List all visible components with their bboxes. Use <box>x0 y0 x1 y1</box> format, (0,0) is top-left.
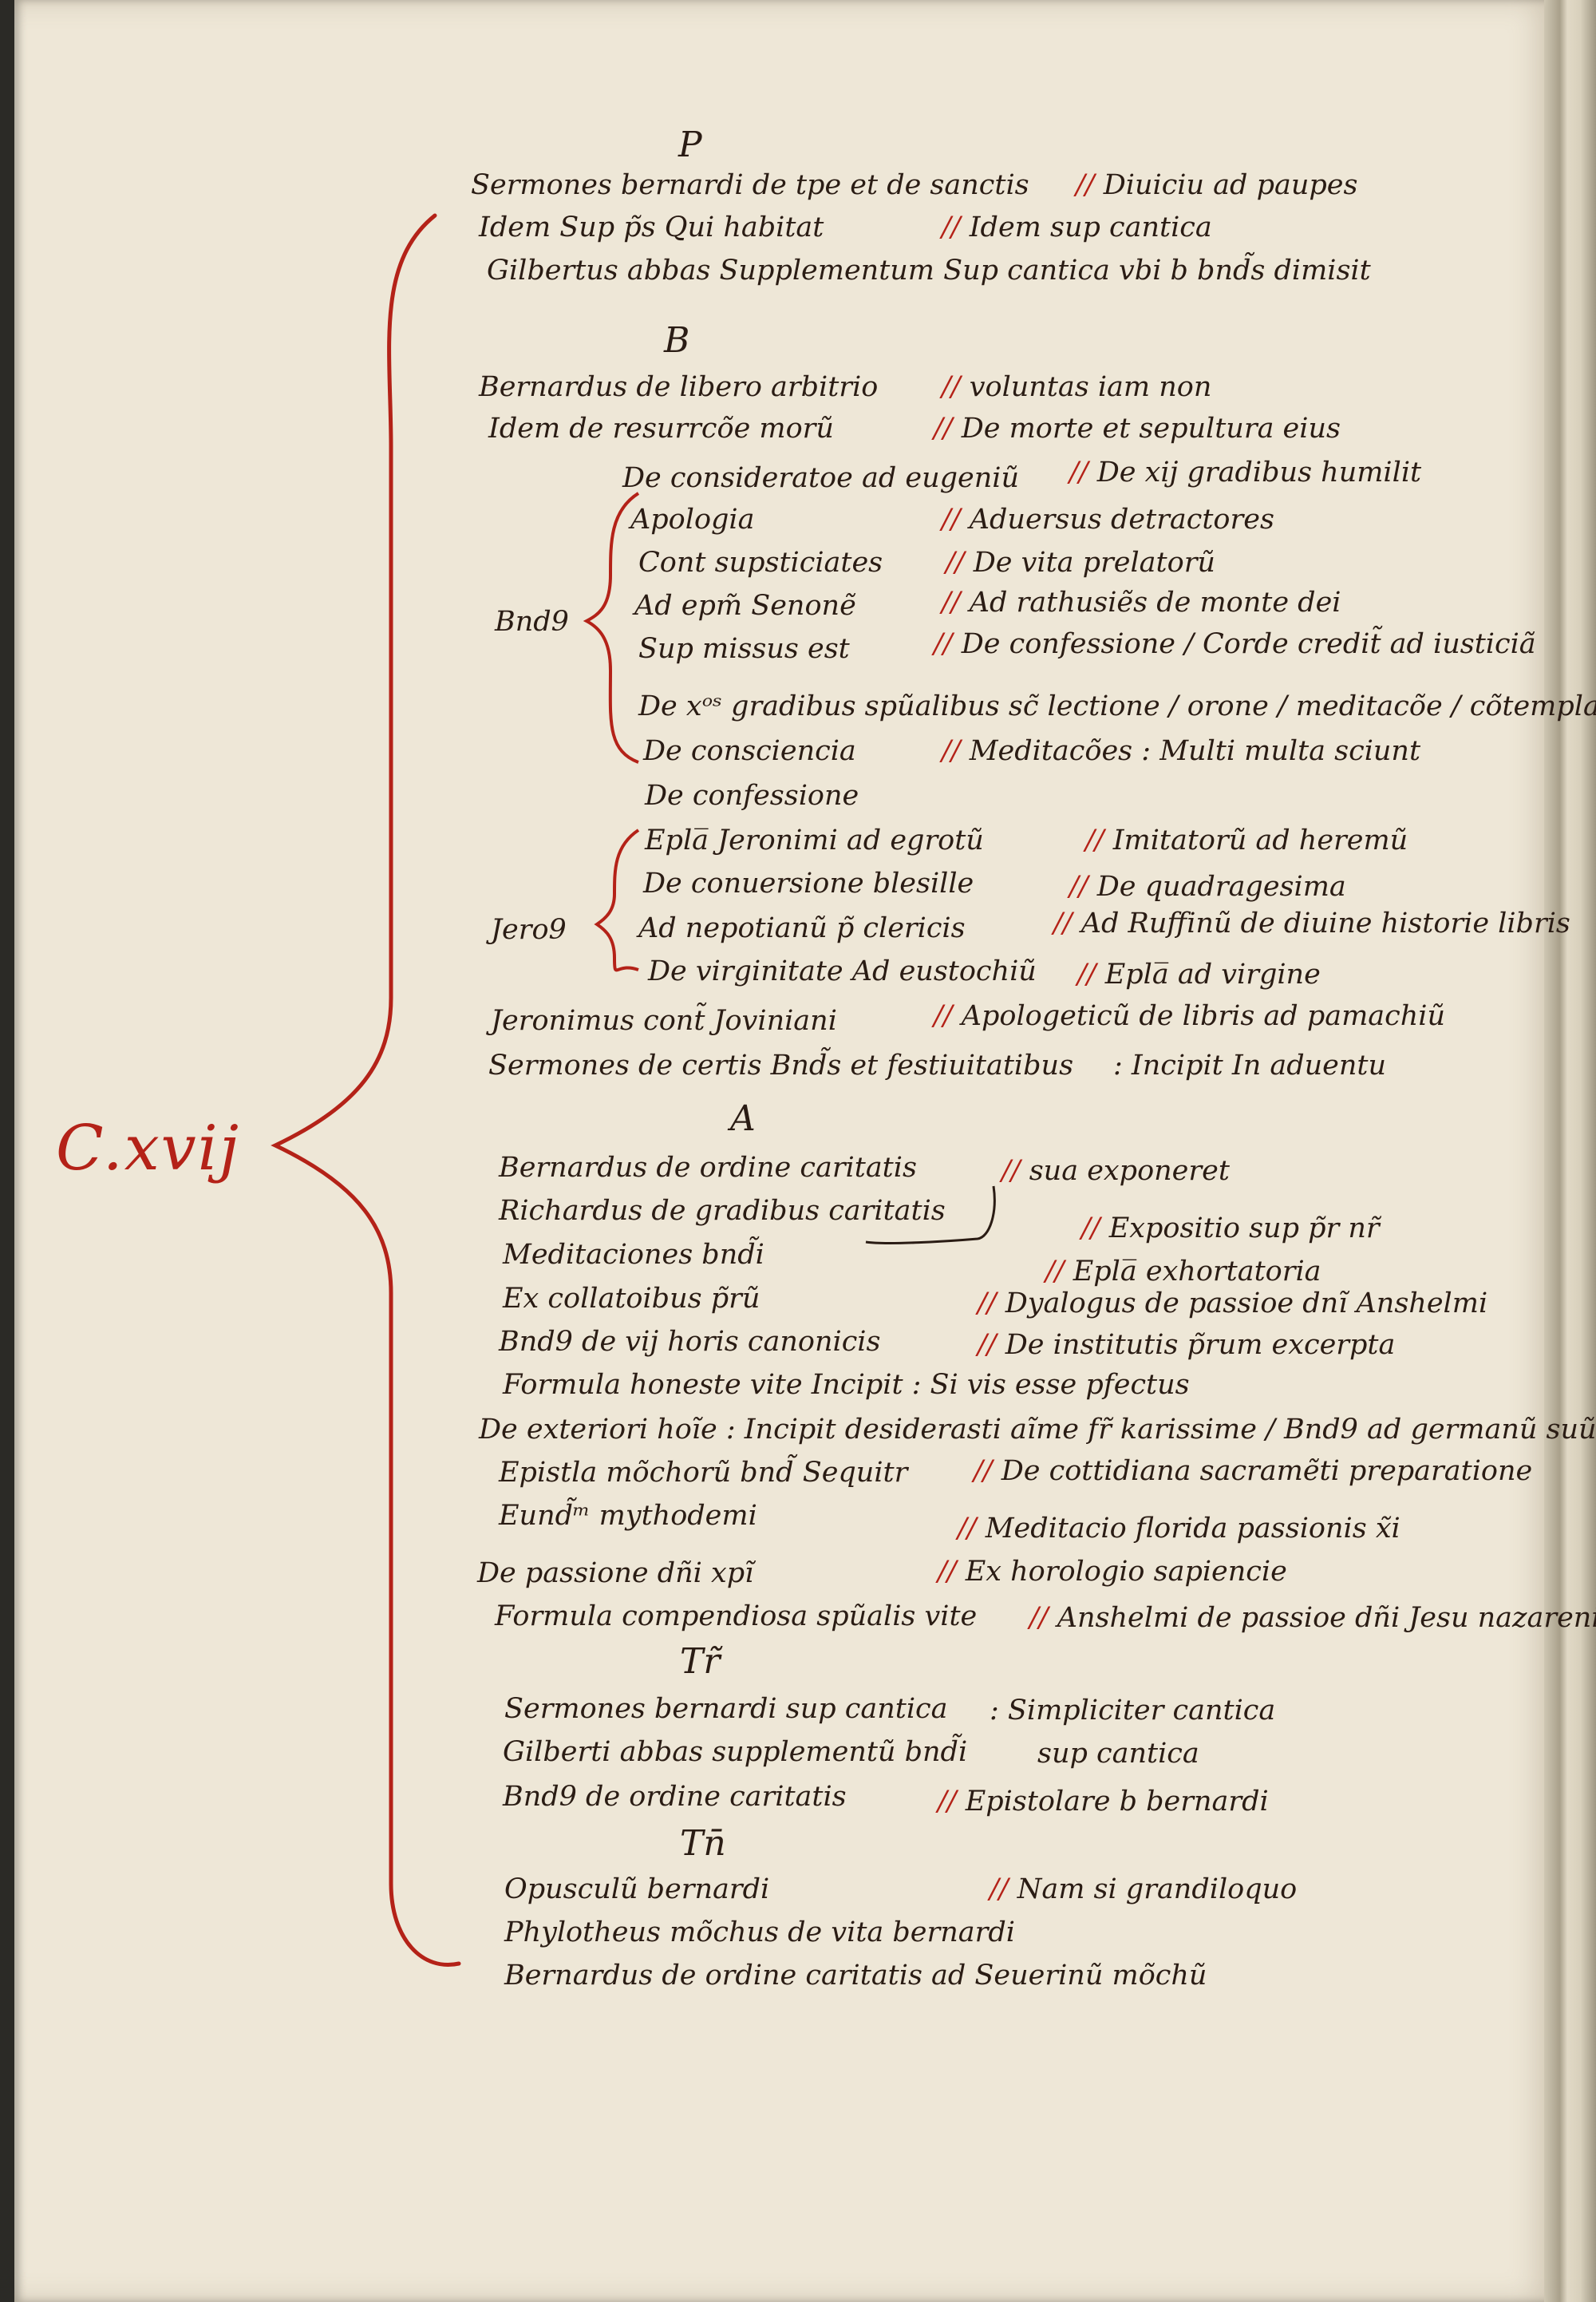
manuscript-page <box>14 0 1558 2302</box>
list-item: // Epistolare b bernardi <box>938 1786 1269 1817</box>
list-item: Cont supsticiates <box>638 547 883 579</box>
list-item: // Epla̅ ad virgine <box>1077 959 1321 991</box>
connector-line <box>865 1185 996 1244</box>
list-item: // Meditacões : Multi multa sciunt <box>942 735 1421 767</box>
list-item: Sermones bernardi sup cantica <box>504 1693 948 1725</box>
list-item: De consideratoe ad eugeniũ <box>622 462 1020 494</box>
list-item: De exteriori hoĩe : Incipit desiderasti … <box>479 1414 1596 1446</box>
binding-gutter <box>1544 0 1596 2302</box>
list-item: Eund̃ᵐ mythodemi <box>499 1500 757 1532</box>
list-item: Formula compendiosa spũalis vite <box>495 1600 978 1632</box>
shelfmark: C.xvij <box>56 1113 240 1185</box>
list-item: Apologia <box>630 504 755 536</box>
section-heading-p: P <box>678 125 702 165</box>
list-item: Jeronimus cont̃ Joviniani <box>491 1005 837 1037</box>
list-item: Idem Sup p̃s Qui habitat <box>479 212 824 243</box>
list-item: // De morte et sepultura eius <box>934 413 1341 445</box>
list-item: Ad epm̃ Senonẽ <box>634 590 856 622</box>
list-item: Opusculũ bernardi <box>504 1873 770 1905</box>
list-item: De passione dñi xpĩ <box>477 1557 754 1589</box>
list-item: // Idem sup cantica <box>942 212 1212 243</box>
list-item: Ad nepotianũ p̃ clericis <box>638 912 966 944</box>
list-item: // Epla̅ exhortatoria <box>1045 1256 1321 1287</box>
list-item: Meditaciones bnd̃i <box>503 1239 764 1271</box>
list-item: sup cantica <box>1037 1738 1199 1770</box>
list-item: Epistla mõchorũ bnd̃ Sequitr <box>499 1457 908 1489</box>
list-item: // Apologeticũ de libris ad pamachiũ <box>934 1000 1446 1032</box>
list-item: Bnd9 de ordine caritatis <box>503 1781 847 1813</box>
list-item: Bernardus de libero arbitrio <box>479 371 879 403</box>
list-item: Richardus de gradibus caritatis <box>499 1195 946 1227</box>
list-item: : Incipit In aduentu <box>1113 1050 1387 1082</box>
list-item: // sua exponeret <box>1001 1155 1230 1187</box>
list-item: : Simpliciter cantica <box>990 1695 1276 1726</box>
list-item: De consciencia <box>643 735 856 767</box>
list-item: Epla̅ Jeronimi ad egrotũ <box>645 825 984 856</box>
list-item: Sermones de certis Bnd̃s et festiuitatib… <box>488 1050 1074 1082</box>
list-item: // Anshelmi de passioe dñi Jesu nazareni <box>1029 1602 1596 1634</box>
list-item: // Ad Ruffinũ de diuine historie libris <box>1053 908 1570 939</box>
list-item: // Nam si grandiloquo <box>990 1873 1298 1905</box>
jero-label: Jero9 <box>491 914 567 946</box>
big-brace <box>271 213 461 1967</box>
list-item: Formula honeste vite Incipit : Si vis es… <box>503 1369 1190 1401</box>
list-item: De confessione <box>645 780 859 812</box>
section-heading-tr: Tr̃ <box>680 1641 721 1682</box>
list-item: // Dyalogus de passioe dnĩ Anshelmi <box>978 1287 1488 1319</box>
list-item: // De cottidiana sacramẽti preparatione <box>974 1455 1533 1487</box>
list-item: De xᵒˢ gradibus spũalibus sc̃ lectione /… <box>638 690 1596 722</box>
list-item: Bernardus de ordine caritatis <box>499 1152 917 1184</box>
list-item: De virginitate Ad eustochiũ <box>648 955 1037 987</box>
list-item: // Meditacio florida passionis x̃i <box>958 1513 1400 1545</box>
list-item: Sermones bernardi de tpe et de sanctis <box>471 169 1029 201</box>
list-item: Sup missus est <box>638 633 850 665</box>
list-item: // De quadragesima <box>1069 871 1346 903</box>
list-item: // Imitatorũ ad heremũ <box>1085 825 1408 856</box>
list-item: // Ex horologio sapiencie <box>938 1556 1287 1588</box>
list-item: // Aduersus detractores <box>942 504 1274 536</box>
list-item: Bnd9 de vij horis canonicis <box>499 1326 881 1358</box>
list-item: // De xij gradibus humilit <box>1069 457 1422 488</box>
list-item: Gilberti abbas supplementũ bnd̃i <box>503 1736 968 1768</box>
list-item: // De confessione / Corde credit̃ ad ius… <box>934 628 1536 660</box>
jero-brace <box>594 829 640 972</box>
list-item: Idem de resurrcõe morũ <box>488 413 834 445</box>
list-item: // De vita prelatorũ <box>946 547 1215 579</box>
list-item: Phylotheus mõchus de vita bernardi <box>504 1916 1015 1948</box>
list-item: Ex collatoibus p̃rũ <box>503 1283 760 1315</box>
list-item: Bernardus de ordine caritatis ad Seuerin… <box>504 1960 1207 1992</box>
section-heading-tn: Tn̄ <box>680 1823 726 1864</box>
bnd-brace <box>583 492 640 764</box>
list-item: // Diuiciu ad paupes <box>1076 169 1358 201</box>
list-item: // Expositio sup p̃r nr̃ <box>1081 1212 1380 1244</box>
section-heading-a: A <box>730 1098 756 1139</box>
section-heading-b: B <box>664 320 690 361</box>
list-item: De conuersione blesille <box>643 868 974 900</box>
list-item: Gilbertus abbas Supplementum Sup cantica… <box>487 255 1371 287</box>
bnd-label: Bnd9 <box>495 606 569 638</box>
list-item: // De institutis p̃rum excerpta <box>978 1329 1396 1361</box>
list-item: // Ad rathusiẽs de monte dei <box>942 587 1341 619</box>
list-item: // voluntas iam non <box>942 371 1212 403</box>
